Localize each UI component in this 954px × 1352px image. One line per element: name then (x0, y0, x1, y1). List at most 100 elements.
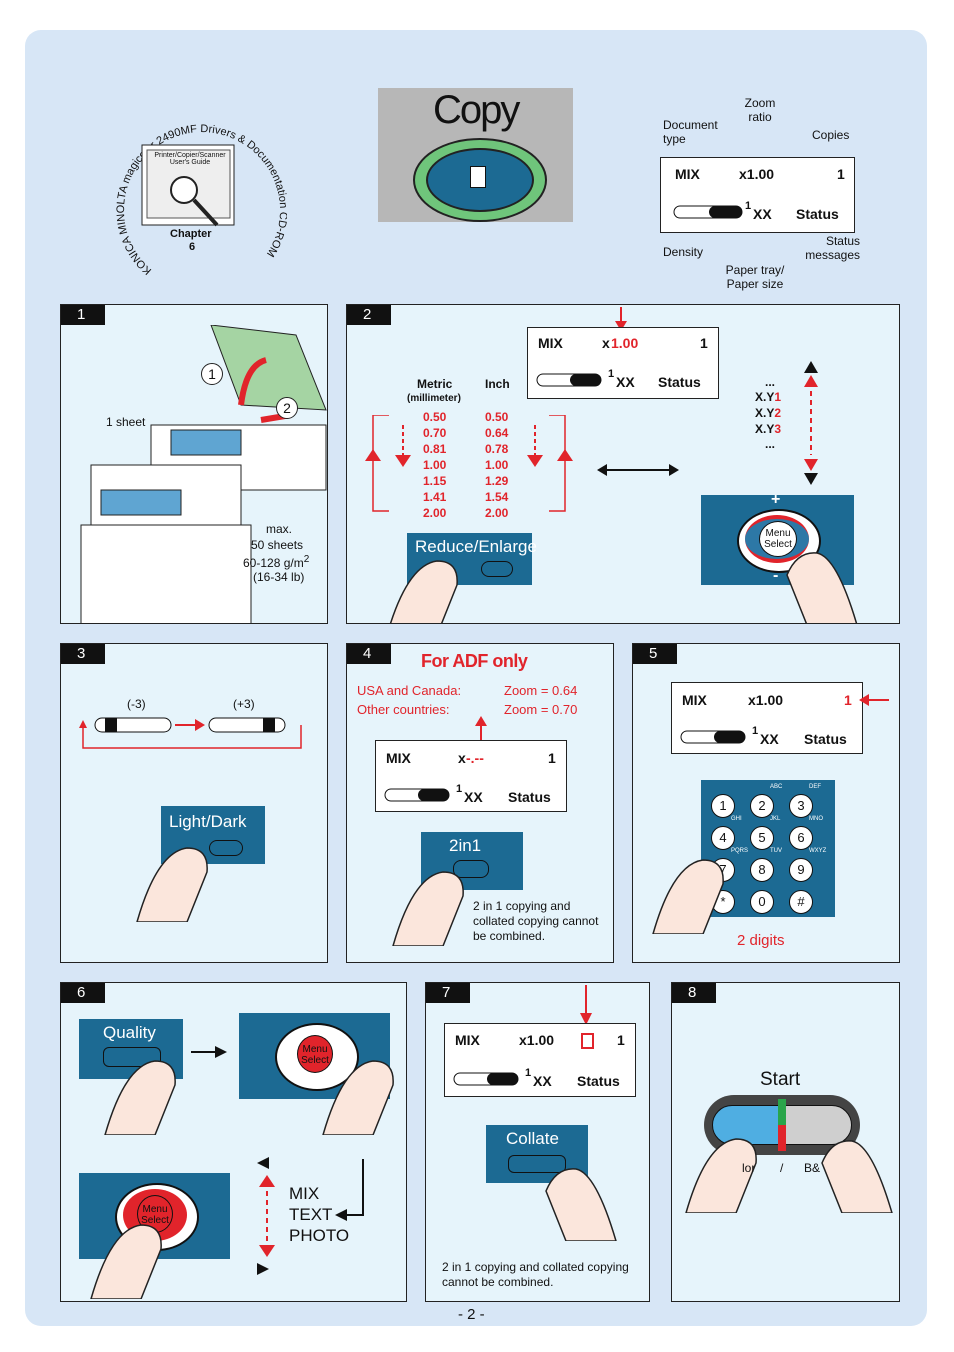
xy-number: 1 (774, 390, 782, 404)
legend-zoom-ratio: Zoom ratio (744, 96, 776, 124)
step-number: 4 (347, 644, 391, 664)
cd-rom-graphic: KONICA MINOLTA magicolor 2490MF Drivers … (115, 123, 287, 277)
lcd-document-type: MIX (675, 166, 700, 182)
finger-icon (322, 1060, 394, 1135)
density-bar (384, 788, 450, 805)
finger-icon (392, 871, 464, 946)
lb-label: (16-34 lb) (253, 570, 305, 584)
metric-value: 0.50 (423, 410, 447, 424)
step-number: 1 (61, 305, 105, 325)
menu-select-button[interactable]: Menu Select (759, 521, 797, 557)
start-title: Start (760, 1069, 801, 1090)
keypad-key[interactable]: 8 (750, 858, 774, 882)
step-3-panel: 3 (-3) (+3) Light/Dark (60, 643, 328, 963)
zoom-scroll-arrows-right-icon (527, 415, 573, 512)
lcd-zoom: x1.00 (748, 692, 784, 708)
light-dark-button[interactable] (209, 840, 243, 856)
bw-start-button[interactable] (782, 1105, 852, 1145)
lcd-status: Status (796, 206, 839, 222)
keypad-letters: GHI (731, 816, 742, 822)
lcd-document-type: MIX (386, 750, 411, 766)
lcd-status: Status (804, 731, 847, 747)
step5-lcd-display: MIX x1.00 1 1 XX Status (671, 682, 863, 754)
step-8-panel: 8 Start lor / B& (671, 982, 900, 1302)
finger-icon (821, 1140, 893, 1213)
keypad-key[interactable]: 4 (711, 826, 735, 850)
menu-label: Menu (302, 1044, 328, 1055)
mode-list: MIX TEXT PHOTO (289, 1183, 349, 1246)
reduce-enlarge-button[interactable] (481, 561, 513, 577)
lcd-tray: 1 (525, 1067, 532, 1079)
keypad-digit: 7 (719, 862, 727, 877)
keypad-key[interactable]: 2 (750, 794, 774, 818)
light-dark-label: Light/Dark (169, 812, 247, 831)
lcd-zoom-prefix: x (458, 750, 466, 766)
keypad-key[interactable]: 5 (750, 826, 774, 850)
lcd-paper-size: XX (616, 374, 635, 390)
step7-lcd-display: MIX x1.00 1 1 XX Status (444, 1023, 636, 1097)
keypad-digit: 3 (797, 798, 805, 813)
keypad-key[interactable]: 0 (750, 890, 774, 914)
2in1-button[interactable] (453, 860, 489, 878)
finger-icon (389, 560, 458, 623)
keypad-digit: 1 (719, 798, 727, 813)
other-label: Other countries: (357, 702, 450, 717)
inch-value: 1.29 (485, 474, 509, 488)
xy-prefix: X.Y (755, 406, 775, 420)
collate-button[interactable] (508, 1155, 566, 1173)
callout-1: 1 (201, 363, 223, 385)
inch-value: 1.00 (485, 458, 509, 472)
keypad-letters: MNO (809, 816, 823, 822)
two-digits-caption: 2 digits (737, 932, 785, 949)
lcd-tray: 1 (456, 783, 463, 795)
inch-value: 1.54 (485, 490, 509, 504)
keypad-letters: JKL (770, 816, 781, 822)
lcd-zoom: x1.00 (739, 166, 775, 182)
lcd-status: Status (508, 789, 551, 805)
quality-label: Quality (103, 1023, 156, 1042)
metric-value: 2.00 (423, 506, 447, 520)
color-label: lor (742, 1161, 756, 1175)
xy-dots-bottom: ... (765, 437, 776, 451)
finger-icon (136, 847, 208, 922)
metric-value: 0.81 (423, 442, 447, 456)
plus3-label: (+3) (233, 697, 255, 711)
lcd-status: Status (577, 1073, 620, 1089)
document-icon (470, 166, 486, 188)
keypad-key[interactable]: # (789, 890, 813, 914)
lcd-tray: 1 (745, 200, 752, 212)
legend-copies: Copies (812, 128, 850, 142)
lcd-document-type: MIX (538, 335, 563, 351)
weight-unit-sup: 2 (303, 554, 310, 565)
keypad-key[interactable]: 9 (789, 858, 813, 882)
2in1-label: 2in1 (449, 836, 482, 855)
keypad-digit: 9 (797, 862, 805, 877)
quality-button[interactable] (103, 1047, 161, 1067)
lcd-paper-size: XX (533, 1073, 552, 1089)
finger-icon (786, 552, 858, 623)
keypad-letters: DEF (809, 784, 821, 790)
keypad-key[interactable]: 6 (789, 826, 813, 850)
lcd-paper-size: XX (760, 731, 779, 747)
lcd-paper-size: XX (753, 206, 772, 222)
step-number: 2 (347, 305, 391, 325)
select-label: Select (141, 1215, 169, 1226)
lcd-copies: 1 (617, 1032, 625, 1048)
finger-icon (104, 1060, 176, 1135)
zoom-usa: Zoom = 0.64 (504, 683, 578, 698)
keypad-digit: # (797, 894, 805, 909)
zoom-scroll-arrows-left-icon (365, 415, 411, 512)
lcd-zoom: 1.00 (611, 335, 639, 351)
menu-select-button[interactable]: Menu Select (297, 1035, 333, 1073)
legend-status-messages: Status messages (805, 234, 860, 262)
step-1-panel: 1 1 2 1 sheet max. 50 sheets 60-128 g/m2… (60, 304, 328, 624)
finger-icon (545, 1168, 617, 1241)
metric-list: 0.50 0.70 0.81 1.00 1.15 1.41 2.00 (423, 409, 446, 521)
metric-value: 1.41 (423, 490, 447, 504)
keypad-digit: 8 (758, 862, 766, 877)
lcd-copies: 1 (700, 335, 708, 351)
keypad-key[interactable]: 3 (789, 794, 813, 818)
keypad-key[interactable]: 1 (711, 794, 735, 818)
lcd-copies: 1 (837, 166, 845, 182)
